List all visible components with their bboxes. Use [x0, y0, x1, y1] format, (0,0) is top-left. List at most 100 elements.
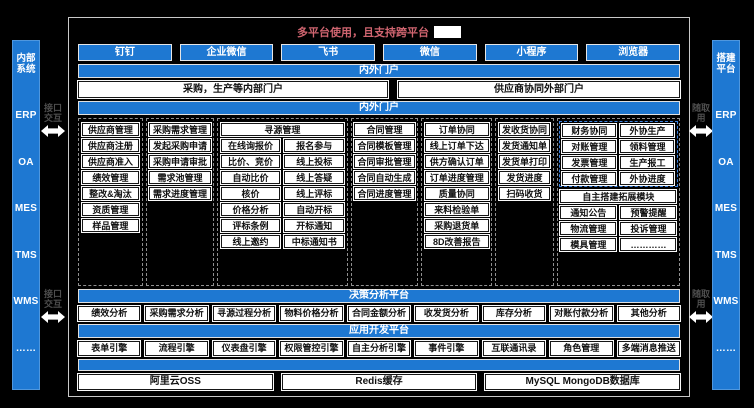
module-box: 合同自动生成: [354, 170, 415, 184]
infra-box: 阿里云OSS: [78, 374, 273, 390]
module-box: 8D改善报告: [424, 234, 489, 248]
extension-subcolumns: 通知公告物流管理模具管理 预警提醒投诉管理…………: [559, 204, 678, 252]
module-box: 中标通知书: [284, 234, 345, 248]
module-box: 自动开标: [284, 202, 345, 216]
extension-subcol-a: 通知公告物流管理模具管理: [559, 204, 618, 252]
module-box: 发收货协同: [498, 122, 551, 136]
platform-button: 钉钉: [78, 44, 172, 61]
double-arrow-icon: [689, 311, 713, 323]
sourcing-column: 寻源管理 在线询报价比价、竞价自动比价核价价格分析评标条例线上邀约 报名参与线上…: [217, 118, 348, 286]
module-box: 报名参与: [284, 138, 345, 152]
engine-box: 自主分析引擎: [347, 341, 411, 356]
module-box: 资质管理: [81, 202, 140, 216]
analysis-box: 其他分析: [617, 306, 680, 321]
analysis-box: 对账付款分析: [550, 306, 613, 321]
system-label: OA: [718, 156, 734, 168]
module-box: 发起采购申请: [149, 138, 211, 152]
portal-bar-outer: 内外门户: [78, 64, 680, 78]
double-arrow-icon: [689, 125, 713, 137]
external-portal-box: 供应商协同外部门户: [398, 81, 680, 98]
extension-subcol-b: 预警提醒投诉管理…………: [619, 204, 678, 252]
engine-box: 仪表盘引擎: [212, 341, 276, 356]
sourcing-subcol-b: 报名参与线上投标线上答疑线上评标自动开标开标通知中标通知书: [283, 137, 346, 249]
analysis-box: 绩效分析: [78, 306, 141, 321]
shipping-column: 发收货协同发货通知单发货单打印发货进度扫码收货: [495, 118, 554, 286]
connector-label: 随取用: [691, 289, 710, 309]
finance-outsourcing-group: 财务协同对账管理发票管理付款管理 外协生产领料管理生产报工外协进度: [558, 121, 678, 187]
module-box: …………: [620, 237, 677, 251]
module-box: 采购申请审批: [149, 154, 211, 168]
platform-button: 浏览器: [586, 44, 681, 61]
module-box: 样品管理: [81, 218, 140, 232]
module-box: 线上投标: [284, 154, 345, 168]
module-box: 合同进度管理: [354, 186, 415, 200]
module-box: 发货通知单: [498, 138, 551, 152]
module-box: 发货进度: [498, 170, 551, 184]
platform-button: 微信: [383, 44, 477, 61]
module-box: 开标通知: [284, 218, 345, 232]
outsourcing-subcol: 外协生产领料管理生产报工外协进度: [619, 122, 676, 186]
analysis-box: 库存分析: [482, 306, 546, 321]
right-connector-zone: 随取用 随取用: [688, 17, 714, 397]
portal-row: 采购，生产等内部门户 供应商协同外部门户: [78, 81, 680, 98]
infra-box: MySQL MongoDB数据库: [485, 374, 681, 390]
module-box: 来料检验单: [424, 202, 489, 216]
system-label: ERP: [15, 110, 37, 122]
module-box: 供应商管理: [81, 122, 140, 136]
infra-row: 阿里云OSS Redis缓存 MySQL MongoDB数据库: [78, 374, 681, 390]
connector-bottom-left: 接口交互: [40, 289, 66, 323]
analysis-box: 寻源过程分析: [212, 306, 276, 321]
platform-button: 飞书: [281, 44, 376, 61]
portal-bar-inner: 内外门户: [78, 101, 680, 115]
demand-column: 采购需求管理发起采购申请采购申请审批需求池管理需求进度管理: [145, 118, 215, 286]
connector-label: 接口交互: [43, 289, 62, 309]
module-box: 合同审批管理: [354, 154, 415, 168]
system-label: OA: [18, 156, 34, 168]
system-label: ……: [15, 342, 37, 354]
analysis-platform-bar: 决策分析平台: [78, 289, 680, 303]
module-box: 合同模板管理: [354, 138, 415, 152]
internal-systems-title: 内部系统: [16, 53, 36, 75]
banner: 多平台使用，且支持跨平台: [78, 22, 680, 41]
module-box: 外协生产: [620, 123, 675, 137]
module-box: 发票管理: [562, 155, 617, 169]
module-box: 线上答疑: [284, 170, 345, 184]
sourcing-subcol-a: 在线询报价比价、竞价自动比价核价价格分析评标条例线上邀约: [219, 137, 282, 249]
module-box: 质量协同: [424, 186, 489, 200]
engine-box: 流程引擎: [145, 341, 208, 356]
module-box: 发货单打印: [498, 154, 551, 168]
module-box: 绩效管理: [81, 170, 140, 184]
system-label: TMS: [15, 249, 37, 261]
module-box: 在线询报价: [220, 138, 281, 152]
analysis-box: 合同金额分析: [347, 306, 411, 321]
analysis-box: 收发货分析: [415, 306, 478, 321]
platform-button: 企业微信: [179, 44, 274, 61]
supplier-column: 供应商管理供应商注册供应商准入绩效管理整改&淘汰资质管理样品管理: [78, 118, 143, 286]
build-platform-title: 搭建平台: [716, 53, 736, 75]
analysis-row: 绩效分析采购需求分析寻源过程分析物料价格分析合同金额分析收发货分析库存分析对账付…: [78, 306, 680, 321]
infra-box: Redis缓存: [281, 374, 477, 390]
double-arrow-icon: [41, 311, 65, 323]
module-box: 模具管理: [560, 237, 617, 251]
connector-bottom-right: 随取用: [688, 289, 714, 323]
engine-box: 多端消息推送: [617, 341, 680, 356]
analysis-box: 物料价格分析: [280, 306, 343, 321]
module-box: 采购退货单: [424, 218, 489, 232]
module-box: 线上订单下达: [424, 138, 489, 152]
module-box: 投诉管理: [620, 221, 677, 235]
module-box: 财务协同: [562, 123, 617, 137]
module-box: 对账管理: [562, 139, 617, 153]
sourcing-header: 寻源管理: [220, 122, 345, 136]
internal-portal-box: 采购，生产等内部门户: [78, 81, 388, 98]
engine-box: 互联通讯录: [482, 341, 546, 356]
module-box: 付款管理: [562, 171, 617, 185]
platform-buttons-row: 钉钉企业微信飞书微信小程序浏览器: [78, 44, 681, 61]
module-box: 生产报工: [620, 155, 675, 169]
engine-box: 表单引擎: [78, 341, 141, 356]
module-box: 订单进度管理: [424, 170, 489, 184]
main-platform-frame: 多平台使用，且支持跨平台 钉钉企业微信飞书微信小程序浏览器 内外门户 采购，生产…: [68, 17, 690, 397]
redacted-box: [434, 25, 461, 38]
